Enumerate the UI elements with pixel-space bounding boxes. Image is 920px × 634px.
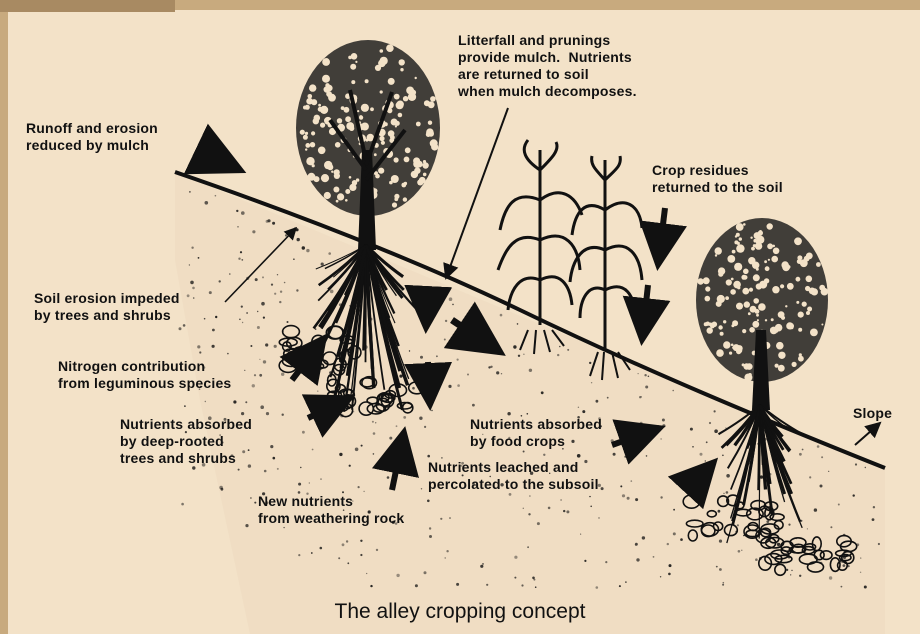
left-tree: [296, 40, 440, 250]
label-soil-erosion: Soil erosion impeded by trees and shrubs: [34, 290, 180, 324]
right-tree: [696, 218, 828, 410]
label-food-crops: Nutrients absorbed by food crops: [470, 416, 602, 450]
diagram-caption: The alley cropping concept: [0, 600, 920, 624]
label-runoff: Runoff and erosion reduced by mulch: [26, 120, 158, 154]
label-new-nutrients: New nutrients from weathering rock: [258, 493, 404, 527]
label-litterfall: Litterfall and prunings provide mulch. N…: [458, 32, 637, 100]
label-leached: Nutrients leached and percolated to the …: [428, 459, 599, 493]
label-crop-residues: Crop residues returned to the soil: [652, 162, 783, 196]
label-slope: Slope: [853, 405, 892, 422]
label-deep-rooted: Nutrients absorbed by deep-rooted trees …: [120, 416, 252, 467]
label-nitrogen: Nitrogen contribution from leguminous sp…: [58, 358, 231, 392]
